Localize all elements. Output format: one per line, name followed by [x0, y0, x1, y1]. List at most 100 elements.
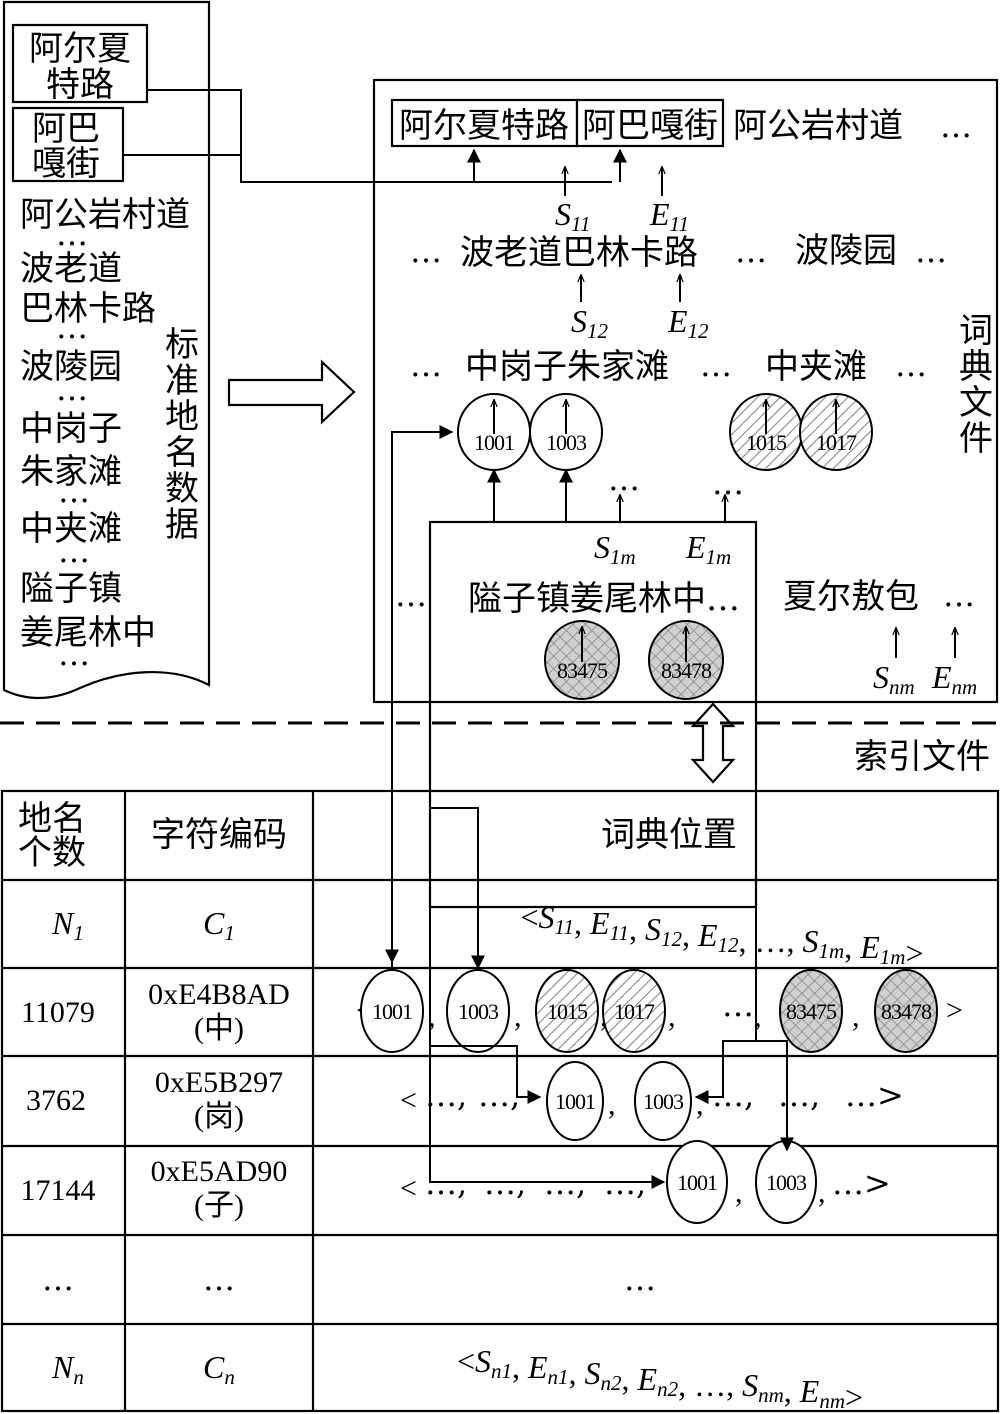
- cell-count: 17144: [21, 1174, 96, 1207]
- link-to-1003: [430, 807, 485, 970]
- dict-ellipsis: …: [410, 346, 442, 384]
- cell-count: N1: [51, 905, 84, 945]
- svg-text:名: 名: [165, 433, 199, 473]
- cell-code: 0xE5AD90: [151, 1155, 288, 1188]
- cell-code: 0xE5B297: [155, 1066, 283, 1099]
- dict-entry-text: 波老道巴林卡路: [460, 233, 698, 273]
- dict-entry-text: 中夹滩: [765, 347, 867, 387]
- source-panel: 阿尔夏 特路 阿巴 嘎街 阿公岩村道 … 波老道 巴林卡路 … 波陵园 … 中岗…: [2, 0, 211, 700]
- dict-entry-text: 中岗子朱家滩: [465, 347, 669, 387]
- ellipsis: …>: [832, 1164, 891, 1202]
- link-row3-1003: [756, 1040, 794, 1152]
- dict-circle-83475: 83475: [544, 620, 620, 700]
- boxed-item-1-line1: 阿尔夏: [29, 29, 131, 69]
- circle-label: 1003: [546, 430, 587, 455]
- marker-s11: S11: [555, 196, 590, 236]
- cell-count: …: [42, 1260, 74, 1298]
- separator: ,: [514, 1000, 522, 1033]
- svg-text:件: 件: [959, 419, 993, 459]
- boxed-item-1-line2: 特路: [46, 65, 114, 105]
- header-place-count: 个数: [18, 833, 86, 873]
- dictionary-file-panel: 词 典 文 件 阿尔夏特路 阿巴嘎街 阿公岩村道 … S11 E11 … 波老道…: [372, 78, 999, 909]
- ellipsis: …: [722, 986, 754, 1024]
- index-file-label: 索引文件: [854, 737, 990, 777]
- ellipsis: …,: [712, 1076, 754, 1114]
- circle-label: 1017: [614, 999, 655, 1024]
- source-ellipsis: …: [56, 215, 88, 253]
- index-circle-1001: 1001: [666, 1140, 728, 1224]
- svg-text:标: 标: [165, 325, 199, 365]
- source-item: 隘子镇: [20, 569, 122, 609]
- transform-arrow-icon: [227, 359, 356, 425]
- dict-entry-text: 夏尔敖包: [783, 577, 919, 617]
- index-circle-83478: 83478: [874, 969, 938, 1053]
- circle-label: 83478: [881, 999, 932, 1024]
- source-item: 阿公岩村道: [20, 195, 190, 235]
- cell-count: 3762: [26, 1084, 86, 1117]
- dict-ellipsis: …: [410, 232, 442, 270]
- boxed-item-1: [11, 23, 149, 104]
- source-item: 中夹滩: [20, 509, 122, 549]
- separator: ,: [818, 1176, 826, 1209]
- svg-text:地: 地: [165, 397, 199, 437]
- dict-ellipsis: …: [895, 346, 927, 384]
- circle-label: 1003: [643, 1089, 684, 1114]
- source-item: 中岗子: [20, 409, 122, 449]
- cell-positions: <Sn1, En1, Sn2, En2, …, Snm, Enm>: [457, 1343, 863, 1414]
- cell-code-char: (岗): [194, 1100, 244, 1133]
- dict-circle-1017: 1017: [799, 393, 873, 471]
- separator: ,: [754, 1000, 762, 1033]
- circle-label: 1015: [547, 999, 588, 1024]
- index-circle-1001: 1001: [546, 1061, 604, 1141]
- source-item: 朱家滩: [20, 452, 122, 492]
- source-ellipsis: …: [58, 532, 90, 570]
- circle-label: 83475: [557, 658, 608, 683]
- index-circle-1003: 1003: [446, 969, 510, 1053]
- dict-entry-text: 阿巴嘎街: [582, 106, 718, 146]
- dict-circle-1003: 1003: [529, 393, 603, 471]
- ellipsis: …,: [425, 1076, 467, 1114]
- circle-label: 1001: [677, 1170, 717, 1195]
- dict-ellipsis: …: [395, 576, 427, 614]
- cell-code: Cn: [203, 1349, 235, 1389]
- index-circle-1015: 1015: [535, 969, 599, 1053]
- marker-s1m: S1m: [594, 529, 636, 569]
- cell-count: Nn: [51, 1349, 84, 1389]
- circle-label: 1003: [766, 1170, 807, 1195]
- cell-code: 0xE4B8AD: [148, 978, 290, 1011]
- boxed-item-2: [11, 106, 125, 183]
- circle-label: 83478: [661, 658, 712, 683]
- marker-e11: E11: [649, 196, 689, 236]
- circle-label: 1001: [372, 999, 412, 1024]
- dict-entry-text: 阿公岩村道: [733, 106, 903, 146]
- source-vertical-label: 标 准 地 名 数 据: [165, 325, 199, 545]
- link-row2-1001: [429, 907, 542, 1104]
- cell-count: 11079: [21, 996, 95, 1029]
- index-circle-1017: 1017: [602, 969, 666, 1053]
- link-row3-1001: [429, 1046, 666, 1189]
- dict-ellipsis: …: [943, 576, 975, 614]
- separator: ,: [668, 1000, 676, 1033]
- svg-text:数: 数: [165, 469, 199, 509]
- cell-code: …: [203, 1260, 235, 1298]
- source-ellipsis: …: [58, 635, 90, 673]
- dictionary-vertical-label: 词 典 文 件: [959, 311, 993, 459]
- separator: ,: [608, 1088, 616, 1121]
- bracket-open: <: [400, 1172, 417, 1205]
- dict-entry-text: 隘子镇姜尾林中…: [468, 579, 740, 619]
- dict-ellipsis: …: [712, 464, 744, 502]
- index-table: 地名 个数 字符编码 词典位置 N1 C1 <S11, E11, S12, E1…: [0, 789, 1000, 1414]
- index-circle-1003: 1003: [755, 1140, 817, 1224]
- index-position-circles: <1001100310151017…8347583478,,,,,,><…,…,…: [356, 969, 963, 1224]
- dict-circle-83478: 83478: [648, 620, 724, 700]
- circle-label: 1001: [474, 430, 514, 455]
- source-item: 波陵园: [20, 347, 122, 387]
- dict-ellipsis: …: [608, 460, 640, 498]
- cell-code-char: (中): [194, 1012, 244, 1045]
- index-circle-83475: 83475: [779, 969, 843, 1053]
- connector-line: [147, 89, 612, 183]
- cell-positions: <S11, E11, S12, E12, …, S1m, E1m>: [521, 899, 924, 971]
- bracket-close: >: [946, 994, 963, 1027]
- circle-label: 1003: [458, 999, 499, 1024]
